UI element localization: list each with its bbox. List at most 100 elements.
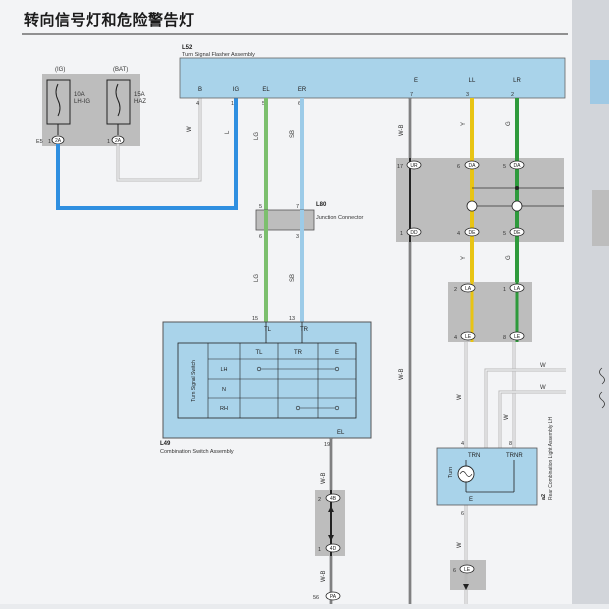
junction-pin-7: 7: [296, 204, 299, 210]
rear-lamp-box: [436, 447, 538, 506]
flasher-pin-ig: 1: [231, 101, 234, 107]
flasher-pin-ll: 3: [466, 92, 469, 98]
flasher-terminal-lr: LR: [513, 78, 521, 84]
fuse-block: [42, 74, 140, 146]
fuse-bat-name: HAZ: [134, 99, 146, 105]
conn-de-lr: [509, 227, 525, 237]
switch-table-side-label: Turn Signal Switch: [191, 360, 197, 402]
combo-pin-el: 19: [324, 442, 330, 448]
conn-le-bottom-label: LE: [464, 567, 471, 573]
flasher-terminal-ig: IG: [233, 87, 240, 93]
conn-la-ll: [460, 283, 476, 293]
wire-break-icon: [599, 367, 605, 385]
wire-label-w-branch-2: W: [540, 385, 546, 391]
wire-l-blue: [56, 98, 238, 210]
fuse-bat-pin-number: 1: [107, 139, 110, 145]
flasher-box: [179, 57, 566, 99]
junction-pin-3: 3: [296, 234, 299, 240]
conn-4d: [325, 543, 341, 553]
lamp-label-trnr: TRNR: [506, 453, 523, 459]
junction-name: Junction Connector: [316, 215, 364, 221]
wire-label-lg-upper: LG: [254, 132, 260, 140]
combo-terminal-tr: TR: [300, 327, 309, 333]
lamp-label-e: E: [469, 497, 473, 503]
switch-table-header-tl: TL: [255, 350, 263, 356]
junction-code: L80: [316, 202, 327, 208]
conn-pa: [325, 591, 341, 601]
wire-label-lg-lower: LG: [254, 274, 260, 282]
arrow-down-icon: [463, 584, 469, 590]
junction-pin-6: 6: [259, 234, 262, 240]
lamp-code: a2: [541, 494, 547, 500]
fuse-bat-rating: 15A: [134, 92, 145, 98]
flasher-pin-er: 6: [298, 101, 301, 107]
wire-label-g-lower: G: [506, 255, 512, 260]
conn-le-bottom-pin: 6: [453, 568, 456, 574]
fuse-ig-name: LH-IG: [74, 99, 90, 105]
arrow-down-icon: [328, 535, 334, 541]
fuse-bat-element: [115, 83, 121, 117]
conn-da-lr-pin: 5: [503, 164, 506, 170]
conn-de-lr-label: DE: [514, 230, 522, 236]
conn-de-ll-label: DE: [469, 230, 477, 236]
wire-label-wb-combo-2: W-B: [321, 570, 327, 582]
conn-ur-pin: 17: [397, 164, 403, 170]
wire-label-sb-upper: SB: [290, 130, 296, 138]
wire-label-w-branch-1: W: [540, 363, 546, 369]
wire-label-w-ground: W: [457, 542, 463, 548]
lamp-pin-e: 6: [461, 511, 464, 517]
lamp-label-turn: Turn: [448, 467, 454, 478]
wire-label-sb-lower: SB: [290, 274, 296, 282]
fuse-ig-pin-number: 1: [48, 139, 51, 145]
next-page-gray: [592, 190, 609, 246]
wire-w-gray-inner: [117, 98, 201, 181]
switch-table-header-tr: TR: [294, 350, 303, 356]
conn-la-lr-pin: 1: [503, 287, 506, 293]
conn-4b: [325, 493, 341, 503]
switch-table-header-e: E: [335, 350, 339, 356]
conn-le-lr: [509, 331, 525, 341]
fuse-ig-pin-label: 2A: [55, 138, 62, 144]
fuse-bat-pin-label: 2A: [115, 138, 122, 144]
conn-da-ll-label: DA: [469, 163, 477, 169]
conn-4d-pin: 1: [318, 547, 321, 553]
conn-dd-pin: 1: [400, 231, 403, 237]
fuse-ig-element: [55, 83, 61, 117]
conn-le-bottom: [459, 564, 475, 574]
conn-pa-pin: 56: [313, 595, 319, 601]
bulb-filament-icon: [459, 471, 473, 477]
conn-le-lr-label: LE: [514, 334, 521, 340]
switch-rh-dot-e: [334, 405, 340, 411]
wire-label-y-upper: Y: [461, 122, 467, 126]
lamp-name: Rear Combination Light Assembly LH: [548, 417, 554, 500]
switch-table-row-lh: LH: [220, 367, 227, 373]
lamp-pin-trnr: 8: [509, 441, 512, 447]
conn-de-ll: [464, 227, 480, 237]
combo-pin-tl: 15: [252, 316, 258, 322]
conn-4b-pin: 2: [318, 497, 321, 503]
combo-terminal-el: EL: [337, 430, 345, 436]
lamp-label-trn: TRN: [468, 453, 480, 459]
conn-le-lr-pin: 8: [503, 335, 506, 341]
flasher-terminals: B IG EL ER E LL LR 4 1 5 6 7 3 2: [196, 78, 522, 107]
wire-label-g-upper: G: [506, 121, 512, 126]
conn-ur: [406, 160, 422, 170]
conn-le-ll-label: LE: [465, 334, 472, 340]
switch-rh-dot-tr: [295, 405, 301, 411]
flasher-pin-b: 4: [196, 101, 199, 107]
conn-la-ll-label: LA: [465, 286, 472, 292]
switch-table-row-n: N: [222, 387, 226, 393]
conn-4b-label: 4B: [330, 496, 337, 502]
conn-da-lr: [509, 160, 525, 170]
next-page-box: [590, 60, 609, 104]
wire-w-branch-2-inner: [499, 391, 566, 448]
conn-la-lr-label: LA: [514, 286, 521, 292]
fuse-ig-connector: E5: [36, 139, 43, 145]
flasher-terminal-er: ER: [298, 87, 307, 93]
junction-connector: [255, 209, 315, 231]
wire-label-w: W: [187, 126, 193, 132]
switch-lh-dot-tl: [256, 366, 262, 372]
w-wires: W W W W W: [457, 342, 605, 604]
flasher-code: L52: [182, 45, 193, 51]
